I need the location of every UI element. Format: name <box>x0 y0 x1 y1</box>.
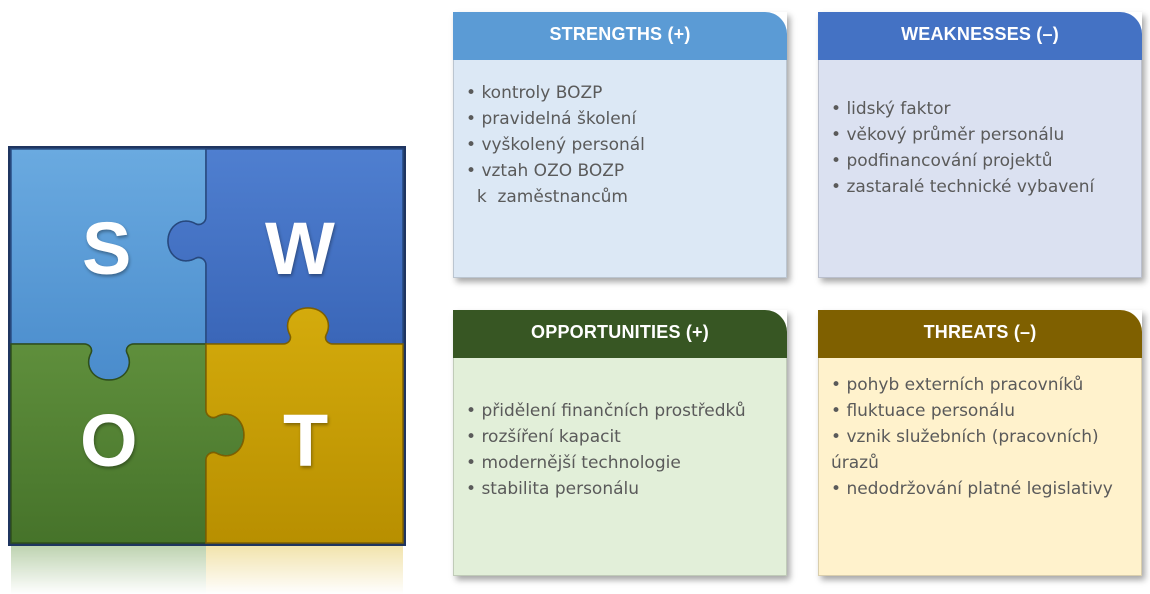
strengths-body: • kontroly BOZP • pravidelná školení • v… <box>453 60 787 278</box>
list-item: • vztah OZO BOZP k zaměstnancům <box>466 161 628 207</box>
letter-o: O <box>80 399 138 482</box>
threats-header: THREATS (–) <box>818 310 1142 358</box>
list-item: • přidělení finančních prostředků <box>466 401 746 421</box>
list-item: • modernější technologie <box>466 453 681 473</box>
list-item: • věkový průměr personálu <box>831 125 1065 145</box>
threats-body: • pohyb externích pracovníků • fluktuace… <box>818 358 1142 576</box>
list-item: • podfinancování projektů <box>831 151 1053 171</box>
puzzle-reflection <box>11 546 403 594</box>
opportunities-header: OPPORTUNITIES (+) <box>453 310 787 358</box>
list-item: • nedodržování platné legislativy <box>831 479 1113 499</box>
weaknesses-card: WEAKNESSES (–) • lidský faktor • věkový … <box>818 12 1142 278</box>
puzzle-graphic <box>8 146 406 594</box>
list-item: • rozšíření kapacit <box>466 427 621 447</box>
list-item: • vznik služebních (pracovních) úrazů <box>831 427 1099 473</box>
list-item: • pravidelná školení <box>466 109 637 129</box>
strengths-list: • kontroly BOZP • pravidelná školení • v… <box>466 80 780 210</box>
opportunities-list: • přidělení finančních prostředků • rozš… <box>466 398 780 502</box>
weaknesses-list: • lidský faktor • věkový průměr personál… <box>831 96 1135 200</box>
threats-list: • pohyb externích pracovníků • fluktuace… <box>831 372 1135 502</box>
opportunities-body: • přidělení finančních prostředků • rozš… <box>453 358 787 576</box>
threats-card: THREATS (–) • pohyb externích pracovníků… <box>818 310 1142 576</box>
strengths-card: STRENGTHS (+) • kontroly BOZP • pravidel… <box>453 12 787 278</box>
letter-s: S <box>82 207 132 290</box>
puzzle-piece-t <box>205 307 404 544</box>
list-item: • pohyb externích pracovníků <box>831 375 1084 395</box>
list-item: • zastaralé technické vybavení <box>831 177 1095 197</box>
weaknesses-header: WEAKNESSES (–) <box>818 12 1142 60</box>
letter-w: W <box>265 207 335 290</box>
swot-puzzle: S W O T <box>0 140 420 594</box>
opportunities-card: OPPORTUNITIES (+) • přidělení finančních… <box>453 310 787 576</box>
strengths-header: STRENGTHS (+) <box>453 12 787 60</box>
weaknesses-body: • lidský faktor • věkový průměr personál… <box>818 60 1142 278</box>
list-item: • stabilita personálu <box>466 479 640 499</box>
list-item: • lidský faktor <box>831 99 951 119</box>
list-item: • vyškolený personál <box>466 135 645 155</box>
letter-t: T <box>283 399 329 482</box>
list-item: • kontroly BOZP <box>466 83 603 103</box>
list-item: • fluktuace personálu <box>831 401 1016 421</box>
